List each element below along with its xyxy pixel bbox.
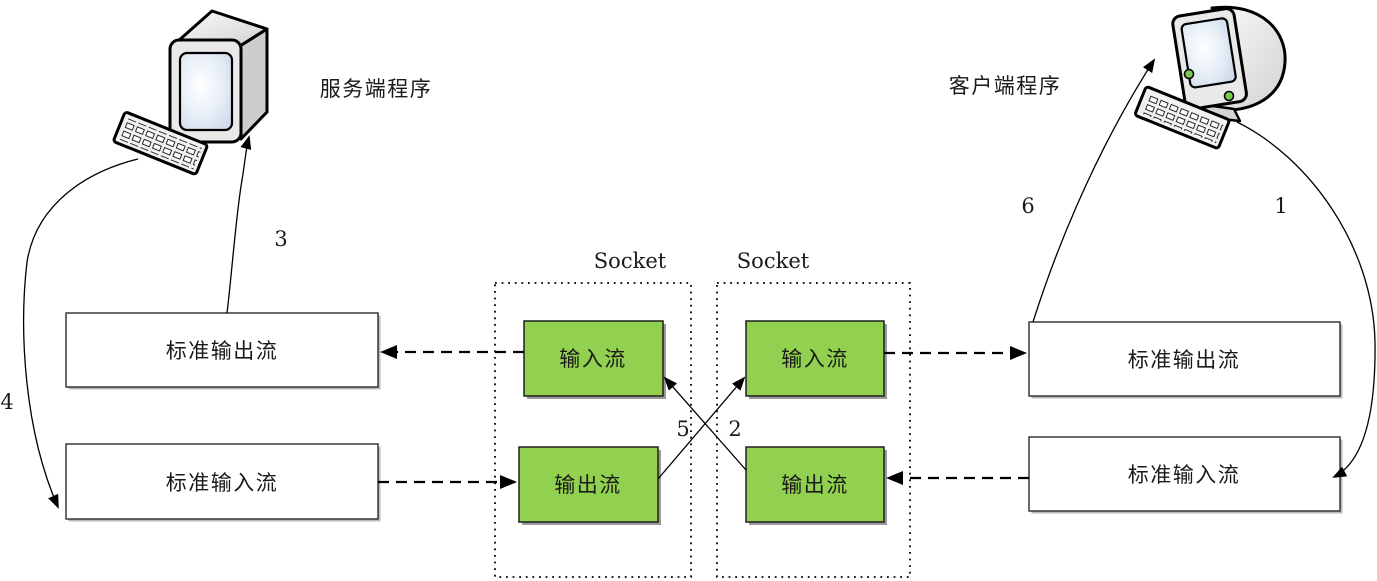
step-label-1: 1 (1274, 194, 1287, 218)
server-keyboard (112, 111, 209, 176)
step-label-3: 3 (274, 227, 287, 251)
server-stdout-box: 标准输出流 (65, 312, 381, 390)
step-label-4: 4 (0, 390, 13, 414)
client-socket-input-label: 输入流 (781, 347, 849, 371)
client-stdin-box: 标准输入流 (1028, 436, 1343, 514)
client-socket-output-label: 输出流 (781, 473, 849, 497)
server-socket-output-box: 输出流 (518, 446, 661, 525)
client-stdout-box: 标准输出流 (1028, 321, 1343, 399)
server-socket-input-box: 输入流 (523, 320, 666, 399)
server-socket-input-label: 输入流 (559, 347, 627, 371)
client-keyboard-keys (1140, 92, 1225, 144)
curved-arrow-3-stdout-to-server (226, 135, 252, 314)
curved-arrow-1-client-to-stdin (1236, 121, 1376, 478)
step-label-6: 6 (1021, 194, 1034, 218)
client-power-led-left (1183, 68, 1195, 80)
server-stdin-label: 标准输入流 (166, 471, 279, 495)
server-stdout-label: 标准输出流 (166, 339, 279, 363)
step-label-5: 5 (676, 417, 689, 441)
client-program-label: 客户端程序 (949, 74, 1062, 98)
server-keyboard-keys (119, 118, 203, 170)
client-socket-output-box: 输出流 (745, 446, 887, 525)
server-monitor-side (238, 27, 269, 141)
cross-arrow-client-output-to-server-input (663, 376, 747, 471)
curved-arrow-4-server-to-stdin (23, 158, 139, 509)
server-computer-icon (112, 9, 269, 176)
server-program-label: 服务端程序 (320, 77, 433, 101)
client-computer-icon (1134, 5, 1287, 150)
server-monitor-screen (178, 51, 234, 132)
client-monitor-screen (1180, 17, 1237, 89)
server-socket-container (494, 282, 692, 578)
client-stdout-label: 标准输出流 (1128, 348, 1241, 372)
curved-arrow-6-stdout-to-client (1032, 58, 1156, 323)
cross-arrow-server-output-to-client-input (657, 376, 746, 480)
server-socket-title: Socket (594, 249, 667, 273)
server-socket-output-label: 输出流 (554, 473, 622, 497)
server-stdin-box: 标准输入流 (65, 443, 381, 522)
client-stdin-label: 标准输入流 (1128, 463, 1241, 487)
client-socket-title: Socket (737, 249, 810, 273)
client-power-led-right (1223, 90, 1235, 102)
client-keyboard (1134, 85, 1231, 150)
client-monitor-front (1171, 7, 1248, 111)
step-label-2: 2 (728, 417, 741, 441)
client-socket-input-box: 输入流 (745, 320, 887, 399)
